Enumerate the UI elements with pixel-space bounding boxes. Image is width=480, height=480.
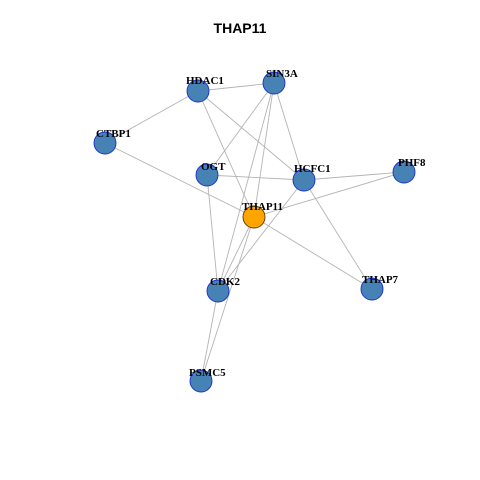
edge-hdac1-hcfc1	[197, 90, 305, 181]
node-ogt[interactable]	[195, 163, 219, 187]
node-hdac1[interactable]	[186, 79, 210, 103]
node-label-hdac1: HDAC1	[186, 75, 224, 87]
nodes-layer	[93, 71, 416, 393]
node-label-sin3a: SIN3A	[266, 68, 298, 80]
edge-sin3a-thap11	[253, 82, 275, 218]
node-label-hcfc1: HCFC1	[294, 163, 331, 175]
node-label-thap7: THAP7	[362, 274, 399, 286]
node-label-ctbp1: CTBP1	[96, 128, 131, 140]
edge-sin3a-ogt	[206, 82, 275, 176]
edge-cdk2-psmc5	[200, 290, 219, 382]
node-label-ogt: OGT	[201, 161, 226, 173]
edge-phf8-thap11	[253, 171, 405, 218]
edge-ogt-cdk2	[206, 174, 219, 292]
edge-sin3a-hcfc1	[273, 82, 305, 181]
edge-hdac1-sin3a	[197, 82, 275, 92]
edge-thap11-cdk2	[217, 216, 255, 292]
node-psmc5[interactable]	[189, 369, 213, 393]
node-cdk2[interactable]	[206, 279, 230, 303]
node-thap11[interactable]	[242, 205, 266, 229]
edges-layer	[104, 82, 405, 382]
edge-hdac1-thap11	[197, 90, 255, 218]
edge-hcfc1-cdk2	[217, 179, 305, 292]
edge-hcfc1-thap7	[303, 179, 373, 290]
node-hcfc1[interactable]	[292, 168, 316, 192]
node-phf8[interactable]	[392, 160, 416, 184]
node-label-cdk2: CDK2	[210, 276, 240, 288]
edge-ctbp1-thap11	[104, 142, 255, 218]
edge-ogt-hcfc1	[206, 174, 305, 181]
node-thap7[interactable]	[360, 277, 384, 301]
graph-title: THAP11	[213, 20, 267, 36]
edge-thap11-thap7	[253, 216, 373, 290]
node-sin3a[interactable]	[262, 71, 286, 95]
edge-hdac1-ctbp1	[104, 90, 199, 144]
node-label-thap11: THAP11	[242, 201, 283, 213]
node-ctbp1[interactable]	[93, 131, 117, 155]
edge-hcfc1-phf8	[303, 171, 405, 181]
node-label-phf8: PHF8	[398, 157, 426, 169]
edge-thap11-psmc5	[200, 216, 255, 382]
edge-sin3a-cdk2	[217, 82, 275, 292]
node-label-psmc5: PSMC5	[189, 367, 226, 379]
